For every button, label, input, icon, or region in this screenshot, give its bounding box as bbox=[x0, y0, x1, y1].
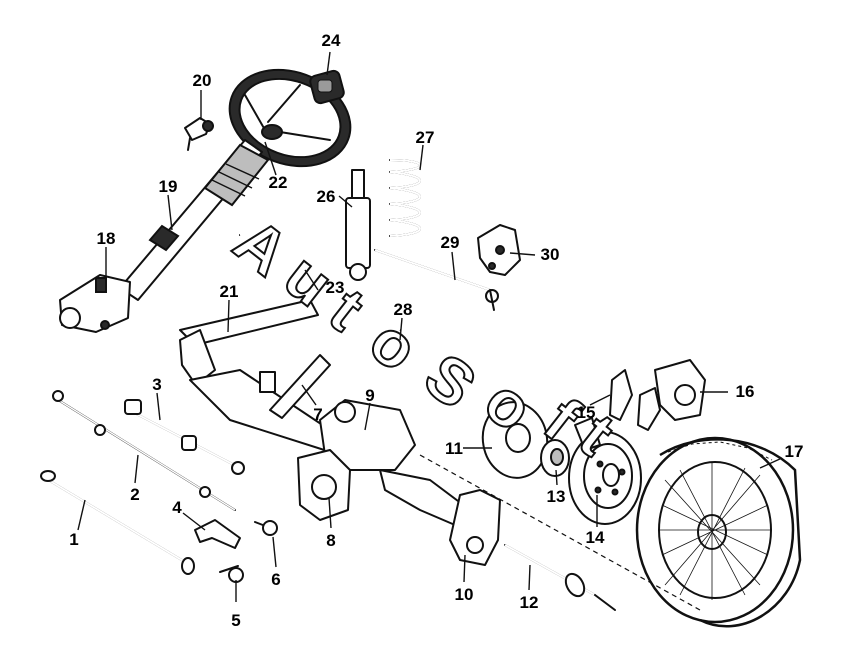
callout-label: 21 bbox=[220, 282, 239, 301]
callout-label: 11 bbox=[445, 439, 463, 458]
rotor-shield bbox=[481, 401, 549, 479]
steering-knuckle bbox=[449, 489, 501, 566]
callout-label: 10 bbox=[455, 585, 474, 604]
callout-label: 30 bbox=[541, 245, 560, 264]
callout-label: 4 bbox=[172, 498, 182, 517]
callout-label: 19 bbox=[159, 177, 178, 196]
shock-absorber bbox=[345, 169, 371, 281]
steering-column bbox=[119, 139, 270, 301]
callout-label: 16 bbox=[736, 382, 755, 401]
wheel-and-tire bbox=[635, 436, 802, 628]
callout-label: 23 bbox=[326, 278, 345, 297]
callout-label: 15 bbox=[577, 403, 596, 422]
ball-joint bbox=[254, 520, 278, 536]
callout-label: 7 bbox=[313, 405, 322, 424]
watermark-letter: S bbox=[411, 339, 489, 422]
leader-lines bbox=[77, 51, 783, 602]
callout-label: 5 bbox=[231, 611, 240, 630]
callout-label: 8 bbox=[326, 531, 335, 550]
caliper-bracket bbox=[654, 359, 706, 421]
callout-label: 20 bbox=[193, 71, 212, 90]
brake-rotor bbox=[568, 431, 642, 525]
callout-label: 13 bbox=[547, 487, 566, 506]
tie-rod bbox=[40, 470, 195, 575]
callout-label: 2 bbox=[130, 485, 139, 504]
tie-rod-end bbox=[124, 399, 245, 475]
hub-bearing bbox=[540, 439, 570, 477]
differential-cover bbox=[297, 449, 351, 521]
steering-gear bbox=[59, 274, 131, 333]
mounting-bracket bbox=[477, 224, 521, 276]
callout-label: 1 bbox=[69, 530, 78, 549]
brake-caliper bbox=[574, 369, 661, 451]
axle-housing bbox=[189, 369, 471, 526]
horn-pad bbox=[309, 69, 345, 105]
callout-labels: 1 2 3 4 5 6 7 8 9 10 11 12 13 14 15 16 1… bbox=[69, 31, 803, 630]
callout-label: 17 bbox=[785, 442, 804, 461]
stabilizer-bar bbox=[239, 223, 499, 332]
callout-label: 27 bbox=[416, 128, 435, 147]
callout-label: 29 bbox=[441, 233, 460, 252]
drag-link bbox=[52, 390, 236, 511]
callout-label: 14 bbox=[586, 528, 605, 547]
adjusting-sleeve-clamp bbox=[194, 519, 241, 549]
callout-label: 6 bbox=[271, 570, 280, 589]
callout-label: 26 bbox=[317, 187, 336, 206]
axle-shaft bbox=[504, 544, 616, 611]
callout-label: 22 bbox=[269, 173, 288, 192]
callout-label: 9 bbox=[365, 386, 374, 405]
callout-label: 3 bbox=[152, 375, 161, 394]
coil-spring bbox=[389, 159, 421, 237]
callout-label: 28 bbox=[394, 300, 413, 319]
track-bar bbox=[269, 354, 331, 419]
callout-label: 24 bbox=[322, 31, 341, 50]
ball-stud bbox=[219, 565, 244, 583]
ignition-switch bbox=[184, 117, 214, 151]
callout-label: 18 bbox=[97, 229, 116, 248]
callout-label: 12 bbox=[520, 593, 539, 612]
